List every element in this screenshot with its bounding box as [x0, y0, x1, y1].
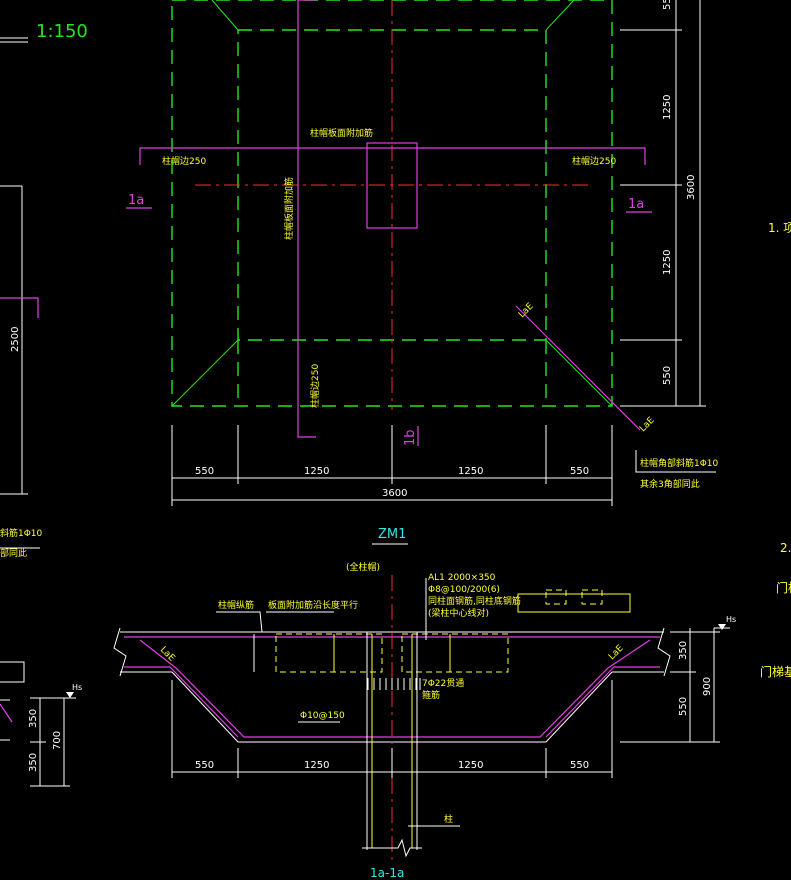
scale-indicator: 1:150	[0, 21, 88, 43]
plan-dim-right-2: 1250	[662, 95, 673, 120]
rebar-note-vertical: 柱帽板面附加筋	[283, 177, 295, 240]
right-note-2: 2.	[780, 541, 791, 555]
cap-bottom-rebar	[139, 639, 651, 738]
lae-label-plan: LaE	[517, 301, 536, 320]
detail-dim-bottom-1: 550	[195, 760, 214, 771]
right-partial-notes: 1. 项 2. 门梯 门梯基础	[760, 221, 791, 679]
detail-dimensions-bottom: 550 1250 1250 550	[171, 680, 613, 778]
corner-note-2: 其余3角部同此	[640, 478, 700, 490]
detail-title-block: ZM1 (全柱帽)	[346, 527, 408, 573]
beam-note-4: (梁柱中心线对)	[428, 607, 489, 619]
plan-dimensions-right: 550 1250 1250 550 3600	[620, 0, 706, 407]
left-dim-total: 700	[52, 731, 63, 750]
detail-dim-right-total: 900	[702, 677, 713, 696]
left-dim-1: 350	[28, 709, 39, 728]
detail-dim-bottom-2: 1250	[304, 760, 329, 771]
column-bar-note-2: 箍筋	[422, 689, 440, 701]
column-bar-note: 7Φ22贯通	[422, 678, 464, 689]
detail-section: LaE LaE 柱帽纵筋 板面附加筋沿长度平行 AL1 2000×350 Φ8@…	[113, 573, 671, 880]
right-note-3: 门梯	[776, 580, 791, 595]
column-label: 柱	[444, 813, 453, 825]
beam-note-3: 同柱面钢筋,同柱底钢筋	[428, 595, 521, 607]
beam-stirrup-right	[401, 633, 509, 673]
lae-label-plan-corner: LaE	[638, 415, 657, 434]
legend-box	[517, 593, 631, 613]
rebar-note-left: 柱帽边250	[162, 155, 206, 167]
rebar-top-additional	[139, 147, 646, 165]
rebar-vertical-additional	[297, 0, 316, 438]
plan-dimensions-bottom: 550 1250 1250 550 3600	[171, 425, 613, 506]
detail-title: ZM1	[378, 527, 406, 542]
right-note-1: 1. 项	[768, 221, 791, 235]
corner-diagonal-rebar	[515, 305, 641, 431]
corner-note-1: 柱帽角部斜筋1Φ10	[640, 457, 719, 469]
rebar-note-top: 柱帽板面附加筋	[310, 127, 373, 139]
plan-dim-bottom-3: 1250	[458, 466, 483, 477]
detail-dim-right-1: 350	[678, 641, 689, 660]
lae-label-detail-right: LaE	[607, 643, 626, 662]
top-note-2: 板面附加筋沿长度平行	[268, 599, 358, 611]
plan-dim-right-total: 3600	[686, 175, 697, 200]
left-note-1: 斜筋1Φ10	[0, 527, 43, 539]
plan-dim-right-3: 1250	[662, 250, 673, 275]
plan-dim-right-4: 550	[662, 366, 673, 385]
left-partial-drawing: 2500 斜筋1Φ10 部同此 Hs 350 350 700	[0, 185, 82, 787]
detail-subtitle: (全柱帽)	[346, 561, 380, 573]
top-note-1: 柱帽纵筋	[218, 599, 254, 611]
section-mark-bottom: 1b	[403, 429, 418, 446]
left-note-2: 部同此	[0, 547, 27, 559]
plan-dim-bottom-4: 550	[570, 466, 589, 477]
beam-note-2: Φ8@100/200(6)	[428, 585, 500, 595]
left-h-label: Hs	[72, 683, 82, 692]
right-note-4: 门梯基础	[760, 664, 791, 679]
left-dim-2: 350	[28, 753, 39, 772]
column-outline	[366, 142, 418, 229]
lae-label-detail-left: LaE	[158, 645, 177, 664]
rebar-note-right: 柱帽边250	[572, 155, 616, 167]
section-mark-right: 1a	[628, 197, 644, 212]
detail-h-label: Hs	[726, 615, 736, 624]
detail-dim-right-2: 550	[678, 697, 689, 716]
stirrup-note: Φ10@150	[300, 711, 345, 721]
scale-label: 1:150	[36, 21, 88, 42]
section-mark-left: 1a	[128, 193, 144, 208]
rebar-note-bottom-vertical: 柱帽边250	[309, 364, 321, 408]
plan-view: 柱帽板面附加筋 柱帽边250 柱帽边250 柱帽板面附加筋 柱帽边250 LaE…	[126, 0, 719, 490]
detail-dimensions-right: Hs 350 550 900	[620, 615, 736, 743]
detail-dim-bottom-3: 1250	[458, 760, 483, 771]
plan-dim-total: 3600	[382, 488, 407, 499]
plan-dim-bottom-1: 550	[195, 466, 214, 477]
beam-stirrup-left	[275, 633, 383, 673]
left-dim-2500: 2500	[10, 327, 21, 352]
plan-dim-right-1: 550	[662, 0, 673, 10]
plan-dim-bottom-2: 1250	[304, 466, 329, 477]
detail-dim-bottom-4: 550	[570, 760, 589, 771]
section-label: 1a-1a	[370, 866, 404, 880]
beam-note-1: AL1 2000×350	[428, 573, 496, 583]
